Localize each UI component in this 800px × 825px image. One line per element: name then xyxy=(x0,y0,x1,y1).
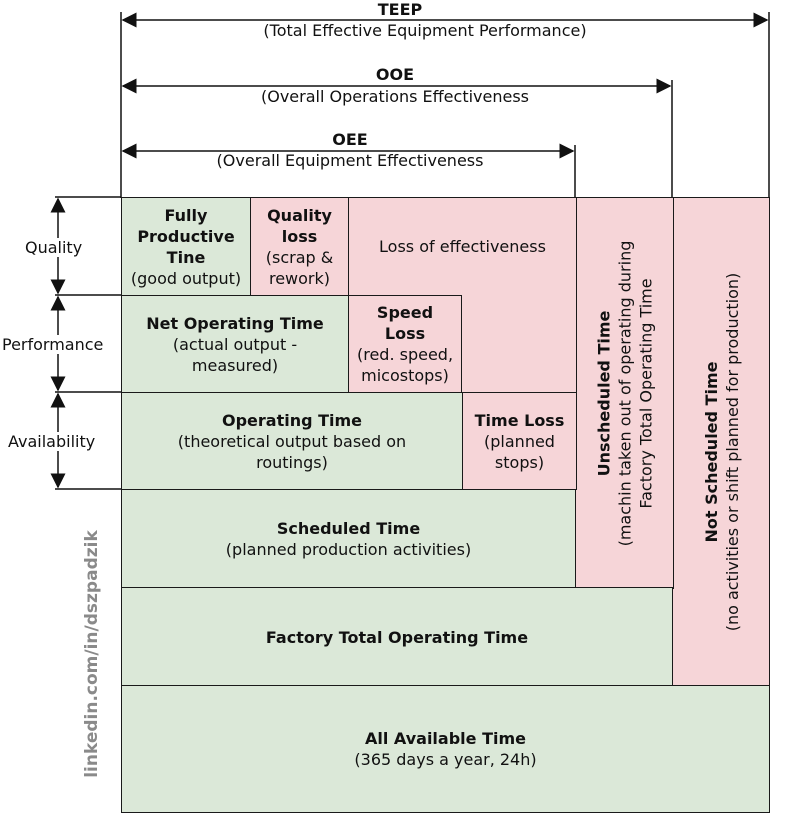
quality-label: Quality xyxy=(23,238,85,257)
factory-total-title: Factory Total Operating Time xyxy=(265,627,529,647)
quality-loss-l1: Quality xyxy=(267,205,332,225)
time-loss-box: Time Loss (planned stops) xyxy=(462,392,577,490)
fully-productive-desc: (good output) xyxy=(130,268,242,288)
net-operating-desc-1: (actual output - xyxy=(172,334,298,354)
unscheduled-title: Unscheduled Time xyxy=(594,310,614,477)
net-operating-desc-2: measured) xyxy=(191,355,279,375)
not-scheduled-title: Not Scheduled Time xyxy=(702,361,721,543)
scheduled-desc: (planned production activities) xyxy=(225,539,472,559)
time-loss-title: Time Loss xyxy=(474,410,565,430)
all-available-title: All Available Time xyxy=(364,729,526,748)
quality-loss-l2: loss xyxy=(281,226,318,246)
quality-loss-box: Quality loss (scrap & rework) xyxy=(250,197,349,296)
fully-productive-l3: Tine xyxy=(166,247,206,267)
oee-title: OEE xyxy=(332,130,368,149)
quality-loss-desc-1: (scrap & xyxy=(265,247,334,267)
time-loss-desc-1: (planned xyxy=(484,431,555,451)
operating-desc-1: (theoretical output based on xyxy=(177,431,407,451)
performance-label: Performance xyxy=(0,335,106,354)
loss-of-effectiveness-label: Loss of effectiveness xyxy=(379,237,546,256)
teep-subtitle: (Total Effective Equipment Performance) xyxy=(145,21,705,40)
fully-productive-l2: Productive xyxy=(137,226,235,246)
unscheduled-desc-1: (machin taken out of operating during xyxy=(615,240,635,547)
net-operating-title: Net Operating Time xyxy=(146,313,324,333)
speed-loss-desc-2: micostops) xyxy=(361,366,449,385)
not-scheduled-desc: (no activities or shift planned for prod… xyxy=(723,272,742,632)
operating-time-box: Operating Time (theoretical output based… xyxy=(121,392,463,490)
availability-label: Availability xyxy=(6,432,98,451)
ooe-subtitle: (Overall Operations Effectiveness xyxy=(260,87,529,106)
fully-productive-l1: Fully xyxy=(164,205,208,225)
operating-title: Operating Time xyxy=(221,410,363,430)
operating-desc-2: routings) xyxy=(256,452,328,472)
speed-loss-l1: Speed xyxy=(376,303,434,322)
time-loss-desc-2: stops) xyxy=(494,452,545,472)
scheduled-time-box: Scheduled Time (planned production activ… xyxy=(121,489,576,588)
fully-productive-time-box: Fully Productive Tine (good output) xyxy=(121,197,251,296)
net-operating-time-box: Net Operating Time (actual output - meas… xyxy=(121,295,349,393)
all-available-desc: (365 days a year, 24h) xyxy=(354,750,537,769)
scheduled-title: Scheduled Time xyxy=(276,518,421,538)
speed-loss-desc-1: (red. speed, xyxy=(356,345,454,364)
oee-subtitle: (Overall Equipment Effectiveness xyxy=(216,151,484,170)
speed-loss-l2: Loss xyxy=(384,324,426,343)
speed-loss-box: Speed Loss (red. speed, micostops) xyxy=(348,295,462,393)
ooe-title: OOE xyxy=(375,65,415,84)
factory-total-operating-time-box: Factory Total Operating Time xyxy=(121,587,673,687)
quality-loss-desc-2: rework) xyxy=(268,268,331,288)
not-scheduled-time-box: Not Scheduled Time (no activities or shi… xyxy=(672,197,770,687)
teep-title: TEEP xyxy=(377,0,423,19)
all-available-time-box: All Available Time (365 days a year, 24h… xyxy=(121,685,770,813)
unscheduled-time-box: Unscheduled Time (machin taken out of op… xyxy=(575,197,674,589)
unscheduled-desc-2: Factory Total Operating Time xyxy=(636,278,656,509)
